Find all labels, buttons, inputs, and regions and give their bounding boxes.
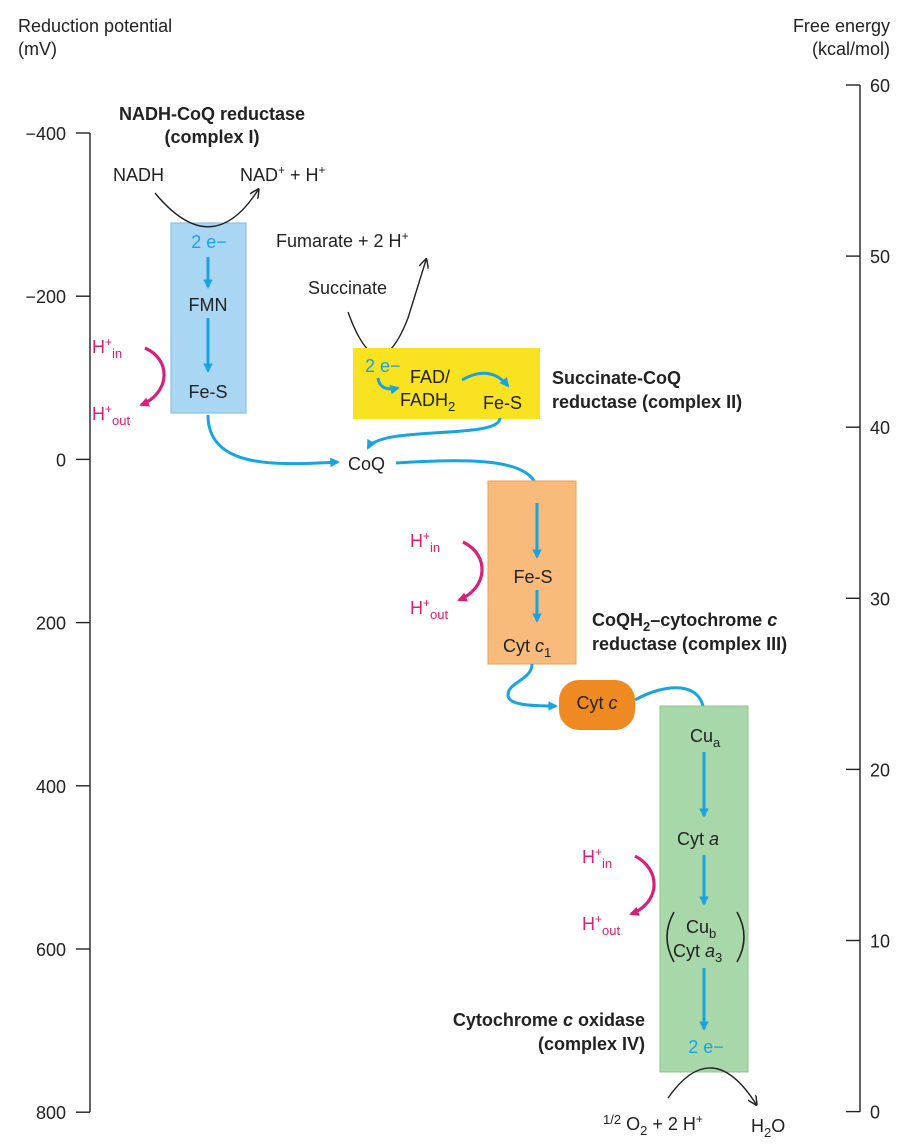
left-axis-tick-label: −200 (25, 287, 66, 307)
complex-2-title: Succinate-CoQ (552, 368, 681, 388)
nadh-label: NADH (113, 165, 164, 185)
complex-4-title: Cytochrome c oxidase (453, 1010, 645, 1030)
left-axis-tick-label: 600 (36, 940, 66, 960)
right-axis-tick-label: 30 (870, 589, 890, 609)
cyt-c-node: Cyt c (506, 663, 709, 730)
complex-4-subtitle: (complex IV) (538, 1034, 645, 1054)
oxygen-reduction-arrow (667, 1067, 756, 1104)
left-axis-title: Reduction potential (18, 16, 172, 36)
c1-proton-out: H+out (92, 402, 130, 428)
cytc-to-c4-arrow (634, 686, 709, 717)
c2-arrow-2 (461, 371, 510, 388)
c2-arrow-1 (376, 377, 400, 395)
cu-a-label: Cua (690, 726, 721, 750)
right-axis: Free energy (kcal/mol) 60 50 40 30 20 10 0 (793, 16, 890, 1123)
left-paren (666, 911, 675, 963)
complex-4: Cua Cyt a Cub Cyt a3 2 e− Cytochrome c o… (453, 705, 785, 1140)
right-axis-tick-label: 50 (870, 247, 890, 267)
complex-1-subtitle: (complex I) (164, 127, 259, 147)
complex-3-subtitle: reductase (complex III) (592, 634, 787, 654)
coq-label: CoQ (348, 454, 385, 474)
complex-2-subtitle: reductase (complex II) (552, 392, 742, 412)
cyt-a3-label: Cyt a3 (673, 941, 722, 965)
left-axis-ticks: −400 −200 0 200 400 600 800 (25, 124, 90, 1123)
left-axis-tick-label: 200 (36, 614, 66, 634)
fmn-label: FMN (189, 295, 228, 315)
complex-3: Fe-S Cyt c1 CoQH2–cytochrome c reductase… (410, 480, 787, 665)
nadh-oxidation-arrow (154, 190, 258, 228)
right-axis-title: Free energy (793, 16, 890, 36)
c3-proton-out: H+out (410, 596, 448, 622)
water-label: H2O (751, 1116, 785, 1140)
succinate-oxidation-arrow (347, 260, 426, 356)
right-axis-tick-label: 20 (870, 760, 890, 780)
complex-1-fes-label: Fe-S (188, 382, 227, 402)
complex-1: NADH-CoQ reductase (complex I) NADH NAD+… (92, 104, 326, 428)
right-axis-tick-label: 0 (870, 1103, 880, 1123)
fadh-label: FADH2 (400, 390, 455, 414)
right-axis-unit: (kcal/mol) (812, 39, 890, 59)
succinate-label: Succinate (308, 278, 387, 298)
left-axis-tick-label: 0 (56, 450, 66, 470)
cyt-c-label: Cyt c (576, 693, 617, 713)
complex-1-electrons: 2 e− (191, 232, 227, 252)
fad-label: FAD/ (410, 367, 450, 387)
complex-4-electrons: 2 e− (688, 1037, 724, 1057)
complex-3-box (487, 480, 577, 665)
cyt-a-label: Cyt a (677, 829, 719, 849)
c1-proton-in: H+in (92, 335, 122, 361)
oxygen-label: 1/2 O2 + 2 H+ (603, 1112, 703, 1138)
fumarate-label: Fumarate + 2 H+ (276, 229, 409, 251)
complex-3-fes-label: Fe-S (513, 567, 552, 587)
cytc1-label: Cyt c1 (503, 636, 551, 660)
c3-proton-arrow (457, 540, 484, 602)
right-axis-tick-label: 60 (870, 76, 890, 96)
c2-to-coq-arrow (366, 417, 502, 450)
right-paren (736, 911, 745, 963)
left-axis-tick-label: −400 (25, 124, 66, 144)
left-axis-tick-label: 800 (36, 1103, 66, 1123)
cyt-c-box (559, 680, 635, 730)
c4-proton-out: H+out (582, 912, 620, 938)
complex-1-title: NADH-CoQ reductase (119, 104, 305, 124)
complex-2-electrons: 2 e− (365, 356, 401, 376)
left-axis: Reduction potential (mV) −400 −200 0 200 400… (18, 16, 172, 1123)
coq-node: CoQ (206, 414, 542, 494)
c3-to-cytc-arrow (506, 663, 558, 711)
c1-proton-arrow (139, 346, 166, 407)
complex-3-title: CoQH2–cytochrome c (592, 610, 777, 634)
left-axis-tick-label: 400 (36, 777, 66, 797)
c4-proton-arrow (629, 854, 656, 916)
right-axis-tick-label: 40 (870, 418, 890, 438)
c1-to-coq-arrow (206, 414, 340, 468)
complex-2-fes-label: Fe-S (483, 393, 522, 413)
complex-2: Fumarate + 2 H+ Succinate 2 e− FAD/ FADH… (276, 229, 742, 419)
nad-label: NAD+ + H+ (240, 163, 326, 185)
c4-proton-in: H+in (582, 845, 612, 871)
right-axis-ticks: 60 50 40 30 20 10 0 (846, 76, 890, 1123)
c3-proton-in: H+in (410, 529, 440, 555)
right-axis-tick-label: 10 (870, 932, 890, 952)
cu-b-label: Cub (686, 917, 716, 941)
left-axis-unit: (mV) (18, 39, 57, 59)
